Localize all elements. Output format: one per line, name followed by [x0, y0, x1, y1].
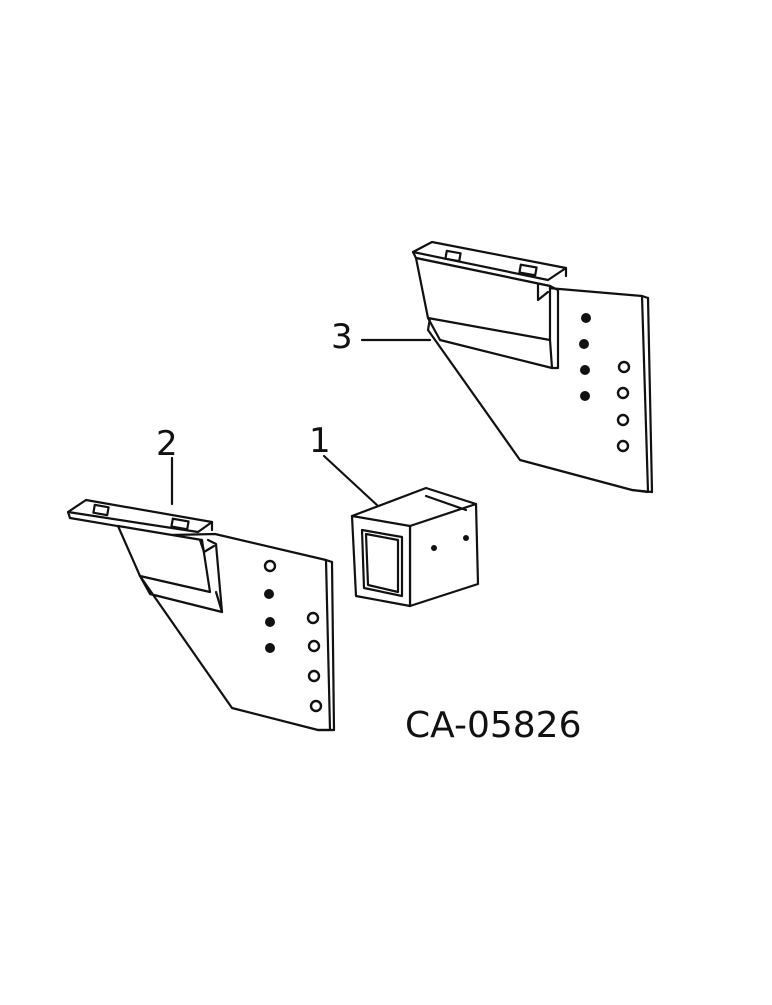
- left-bracket-top-flange: [66, 498, 214, 534]
- callout-2: 2: [156, 424, 178, 464]
- leader-line-1: [322, 454, 380, 508]
- right-bracket-part: [411, 240, 654, 494]
- drawing-code-label: CA-05826: [405, 705, 582, 746]
- tube-spacer-part: [350, 486, 480, 608]
- callout-1: 1: [309, 421, 331, 461]
- callout-3: 3: [331, 317, 353, 357]
- left-bracket-part: [66, 498, 336, 732]
- left-bracket-web: [116, 524, 212, 594]
